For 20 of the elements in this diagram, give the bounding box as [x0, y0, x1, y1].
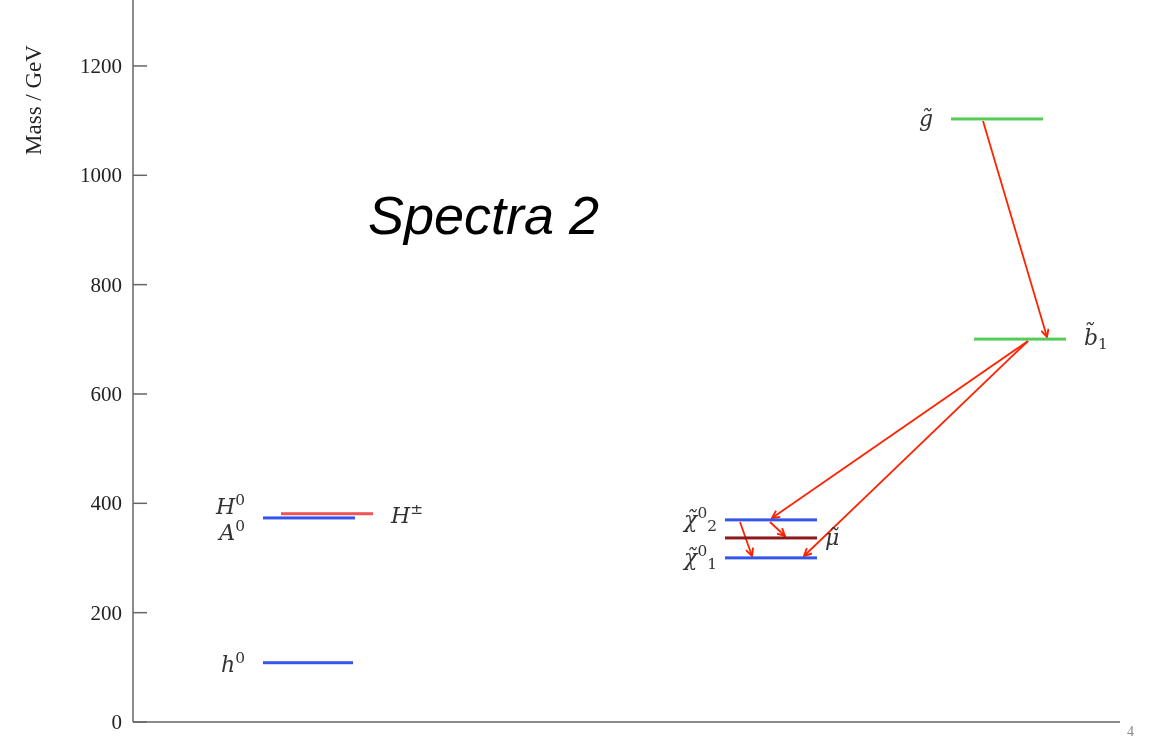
particle-label: g̃ [918, 107, 933, 131]
tick-label: 200 [89, 600, 122, 626]
title: Spectra 2 [368, 184, 600, 246]
tick-label: 1000 [79, 162, 122, 188]
axis-title: Mass / GeV [21, 45, 47, 155]
decay-arrow [982, 120, 1050, 338]
page-number: 4 [1127, 724, 1134, 740]
tick-label: 800 [89, 272, 122, 298]
tick-label: 400 [89, 490, 122, 516]
particle-label: A$^{0}$ [219, 518, 245, 544]
decay-arrow [739, 521, 754, 557]
particle-label: H$^{±}$ [391, 501, 424, 527]
particle-label: H$^{0}$ [216, 492, 245, 518]
particle-label: μ̃ [825, 526, 840, 550]
decay-arrow [803, 340, 1029, 557]
particle-label: h$^{0}$ [221, 650, 245, 676]
tick-label: 1200 [79, 53, 122, 79]
tick-label: 0 [110, 709, 122, 735]
tick-label: 600 [89, 381, 122, 407]
decay-arrow [769, 521, 786, 537]
